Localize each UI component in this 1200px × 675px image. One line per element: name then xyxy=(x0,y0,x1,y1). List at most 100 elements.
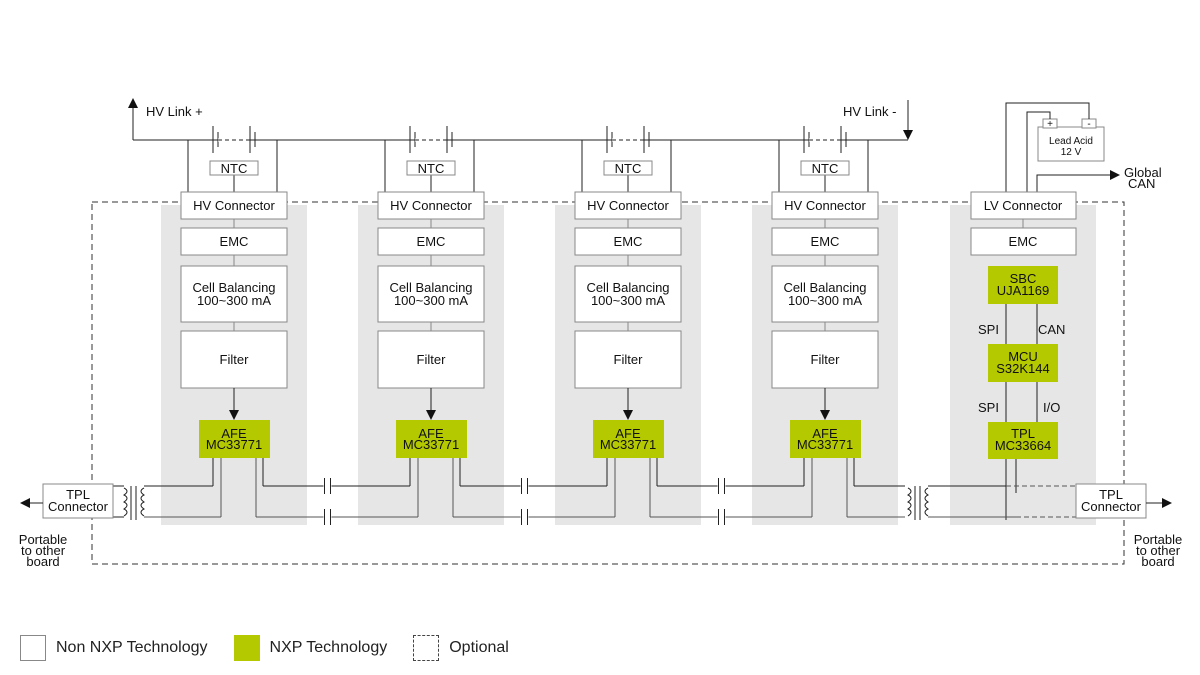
emc-label: EMC xyxy=(220,234,249,249)
afe-label: AFE xyxy=(221,426,247,441)
hv-connector-block xyxy=(771,191,879,220)
lv-connector-block xyxy=(970,191,1077,220)
filter-label: Filter xyxy=(220,352,250,367)
tpl-connector-left xyxy=(42,483,114,519)
tpl-connector-right-line2: Connector xyxy=(1081,499,1142,514)
portable-left-line3: board xyxy=(26,554,59,569)
hv-link-plus-label: HV Link + xyxy=(146,104,203,119)
portable-right-line3: board xyxy=(1141,554,1174,569)
legend-non-nxp-label: Non NXP Technology xyxy=(56,639,208,656)
emc-label: EMC xyxy=(614,234,643,249)
lv-connector-label: LV Connector xyxy=(984,198,1063,213)
cell-balancing-current: 100~300 mA xyxy=(591,293,665,308)
tpl-connector-left-line1: TPL xyxy=(66,487,90,502)
portable-left-line1: Portable xyxy=(19,532,67,547)
cell-balancing-current: 100~300 mA xyxy=(394,293,468,308)
hv-connector-label: HV Connector xyxy=(193,198,275,213)
lead-acid-battery xyxy=(1037,126,1105,162)
cell-balancing-label: Cell Balancing xyxy=(389,280,472,295)
cell-balancing-block xyxy=(377,265,485,323)
global-can-wire xyxy=(1036,170,1120,192)
nxp-swatch xyxy=(233,635,260,661)
tpl-connector-right xyxy=(1075,483,1147,519)
emc-label: EMC xyxy=(811,234,840,249)
ntc-block xyxy=(209,160,259,176)
legend-nxp-label: NXP Technology xyxy=(269,639,388,656)
global-can-label-line1: Global xyxy=(1124,165,1162,180)
afe-part-label: MC33771 xyxy=(797,437,853,452)
controller-emc-block xyxy=(970,227,1077,256)
cell-balancing-block xyxy=(180,265,288,323)
cell-balancing-current: 100~300 mA xyxy=(788,293,862,308)
afe-mc33771-block xyxy=(199,420,270,458)
battery-minus-label: - xyxy=(1087,119,1090,130)
afe-mc33771-block xyxy=(396,420,467,458)
tpl-daisy-chain xyxy=(113,478,1076,525)
legend: Non NXP Technology NXP Technology Option… xyxy=(20,635,535,661)
transformer-icon xyxy=(907,486,929,520)
afe-part-label: MC33771 xyxy=(403,437,459,452)
hv-connector-block xyxy=(574,191,682,220)
afe-part-label: MC33771 xyxy=(206,437,262,452)
afe-mc33771-block xyxy=(790,420,861,458)
spi-label-1: SPI xyxy=(978,322,999,337)
legend-nxp: NXP Technology xyxy=(233,635,388,661)
battery-minus-wire xyxy=(1005,102,1090,192)
mcu-s32k144-block xyxy=(988,344,1058,382)
filter-label: Filter xyxy=(811,352,841,367)
tpl-connector-right-line1: TPL xyxy=(1099,487,1123,502)
ntc-label: NTC xyxy=(812,161,839,176)
hv-link-minus-label: HV Link - xyxy=(843,104,896,119)
sbc-uja1169-block xyxy=(988,266,1058,304)
optional-swatch xyxy=(413,635,440,661)
cell-balancing-block xyxy=(771,265,879,323)
sbc-label: SBC xyxy=(1010,271,1037,286)
tpl-mc33664-block xyxy=(988,422,1058,459)
battery-plus-wire xyxy=(1026,111,1051,192)
portable-right-line1: Portable xyxy=(1134,532,1182,547)
ntc-label: NTC xyxy=(221,161,248,176)
ntc-block xyxy=(603,160,653,176)
cell-balancing-label: Cell Balancing xyxy=(783,280,866,295)
transformer-icon xyxy=(123,486,145,520)
afe-label: AFE xyxy=(615,426,641,441)
tpl-part-label: MC33664 xyxy=(995,438,1051,453)
cell-balancing-label: Cell Balancing xyxy=(586,280,669,295)
emc-block xyxy=(180,227,288,256)
hv-connector-label: HV Connector xyxy=(587,198,669,213)
filter-block xyxy=(574,330,682,389)
controller-emc-label: EMC xyxy=(1009,234,1038,249)
battery-label-line1: Lead Acid xyxy=(1049,136,1093,147)
can-label: CAN xyxy=(1038,322,1065,337)
battery-label-line2: 12 V xyxy=(1061,147,1082,158)
hv-connector-label: HV Connector xyxy=(784,198,866,213)
portable-right-line2: to other xyxy=(1136,543,1181,558)
filter-label: Filter xyxy=(417,352,447,367)
mcu-part-label: S32K144 xyxy=(996,361,1050,376)
emc-block xyxy=(771,227,879,256)
controller-module: + - Lead Acid 12 V Global CAN LV Connect… xyxy=(950,102,1162,525)
global-can-label-line2: CAN xyxy=(1128,176,1155,191)
ntc-label: NTC xyxy=(615,161,642,176)
hv-connector-label: HV Connector xyxy=(390,198,472,213)
filter-block xyxy=(377,330,485,389)
battery-plus-label: + xyxy=(1047,119,1053,130)
tpl-label: TPL xyxy=(1011,426,1035,441)
spi-label-2: SPI xyxy=(978,400,999,415)
emc-block xyxy=(377,227,485,256)
portable-left-line2: to other xyxy=(21,543,66,558)
ntc-block xyxy=(800,160,850,176)
afe-label: AFE xyxy=(418,426,444,441)
cell-balancing-block xyxy=(574,265,682,323)
hv-connector-block xyxy=(180,191,288,220)
legend-non-nxp: Non NXP Technology xyxy=(20,635,208,661)
filter-block xyxy=(180,330,288,389)
legend-optional: Optional xyxy=(413,635,509,661)
sbc-part-label: UJA1169 xyxy=(997,283,1050,298)
ntc-label: NTC xyxy=(418,161,445,176)
